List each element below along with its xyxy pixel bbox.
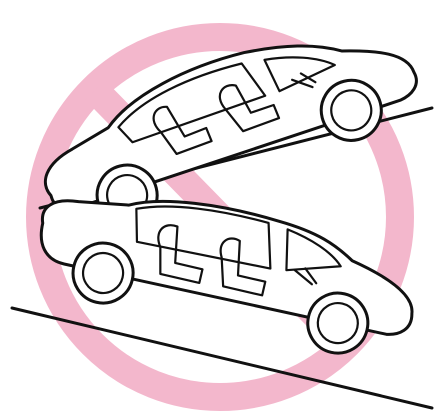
illustration-svg	[0, 0, 442, 415]
prohibition-illustration	[0, 0, 442, 415]
